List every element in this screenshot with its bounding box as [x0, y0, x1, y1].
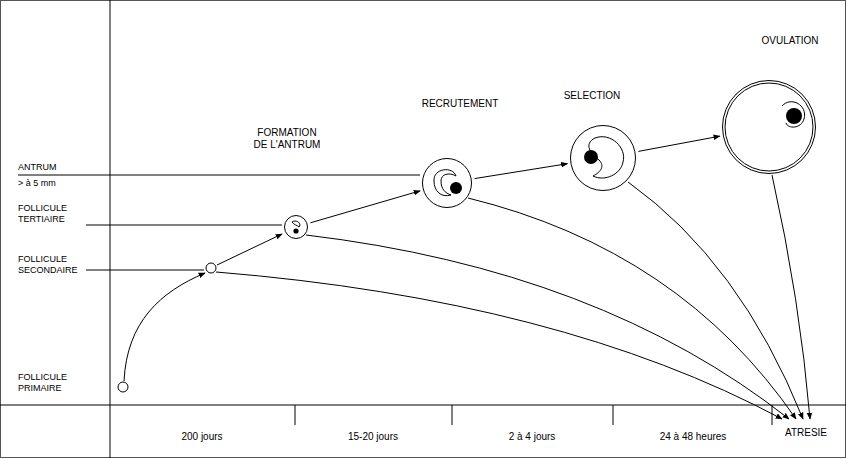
duration-label: 2 à 4 jours: [509, 431, 556, 443]
axis-label: ANTRUM: [18, 162, 57, 173]
growth-arrow: [638, 136, 719, 151]
follicle-node: OVULATION: [722, 80, 816, 174]
axis-label: FOLLICULE SECONDAIRE: [18, 254, 78, 276]
atresia-label: ATRESIE: [785, 427, 827, 439]
oocyte: [786, 108, 802, 124]
cumulus: [782, 102, 805, 127]
antrum-cavity: [725, 83, 813, 171]
growth-arrow: [217, 234, 282, 265]
time-axis: [0, 405, 846, 406]
follicle-wall: [571, 126, 636, 191]
tertiary-level-line: [86, 225, 282, 226]
follicle-node: SELECTION: [570, 125, 636, 191]
time-ticks: [295, 405, 772, 425]
primary-follicle: [118, 382, 128, 392]
follicle-node: RECRUTEMENT: [422, 158, 472, 208]
follicle-wall: [285, 216, 308, 239]
vertical-axis: [110, 0, 111, 458]
growth-arrow: [475, 164, 568, 179]
oocyte: [450, 182, 462, 194]
antrum-cavity: [292, 221, 300, 227]
follicle-outline: [570, 125, 636, 191]
stage-heading: FORMATION DE L'ANTRUM: [250, 127, 324, 151]
duration-label: 200 jours: [181, 431, 222, 443]
duration-label: 15-20 jours: [348, 431, 398, 443]
antrum-level-line: [18, 175, 420, 176]
oocyte: [584, 150, 598, 164]
follicle-outline: [284, 215, 308, 239]
secondary-follicle: [206, 263, 216, 273]
oocyte: [293, 228, 298, 233]
axis-label: > à 5 mm: [18, 178, 56, 189]
atresia-curves: [216, 175, 810, 419]
growth-arrow: [310, 191, 420, 223]
follicle-node: FORMATION DE L'ANTRUM: [284, 215, 308, 239]
follicle-wall: [723, 81, 816, 174]
follicle-outline: [422, 158, 472, 208]
stage-heading: OVULATION: [750, 35, 830, 47]
follicle-outline: [722, 80, 816, 174]
follicle-wall: [423, 159, 472, 208]
axis-label: FOLLICULE PRIMAIRE: [18, 372, 67, 394]
stage-heading: RECRUTEMENT: [415, 98, 505, 110]
duration-label: 24 à 48 heures: [660, 431, 727, 443]
connectors: [310, 136, 719, 223]
secondary-level-line: [86, 270, 204, 271]
axis-label: FOLLICULE TERTIAIRE: [18, 203, 67, 225]
stage-heading: SELECTION: [552, 90, 632, 102]
growth-arrow: [124, 273, 205, 381]
